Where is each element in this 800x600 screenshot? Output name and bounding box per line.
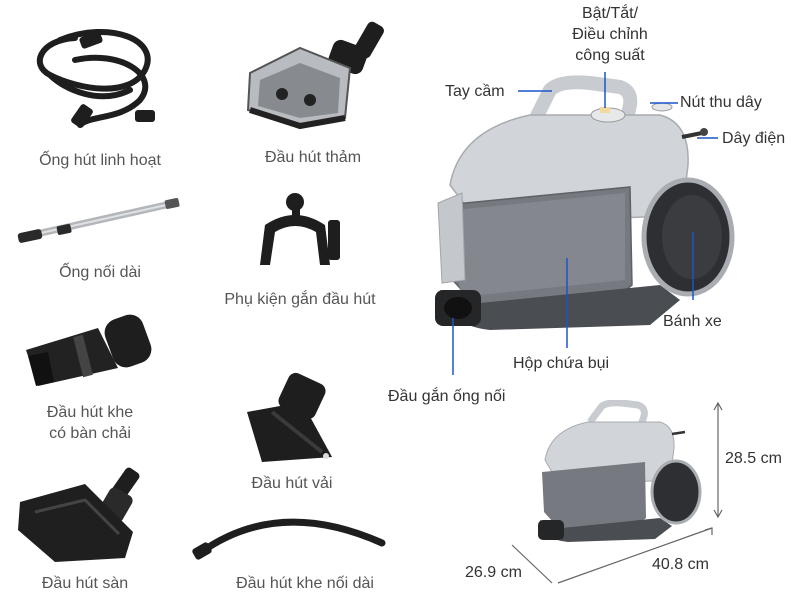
nozzle-holder-image [260, 193, 340, 265]
dimension-depth: 26.9 cm [465, 564, 522, 581]
power-control-line2: Điều chỉnh [572, 26, 648, 43]
power-control-line3: công suất [575, 47, 645, 64]
floor-nozzle-label: Đầu hút sàn [41, 575, 129, 592]
vacuum-dimension-image [538, 400, 702, 542]
hose-inlet-callout: Đầu gắn ống nối [388, 388, 506, 405]
long-crevice-nozzle-label: Đầu hút khe nối dài [236, 575, 374, 592]
crevice-brush-label-line2: có bàn chải [49, 425, 131, 442]
cord-rewind-callout: Nút thu dây [680, 94, 762, 111]
flexible-hose-label: Ống hút linh hoạt [39, 152, 161, 169]
carpet-nozzle-image [246, 21, 384, 130]
carpet-nozzle-label: Đầu hút thảm [264, 149, 362, 166]
power-control-line1: Bật/Tắt/ [581, 5, 639, 22]
long-crevice-nozzle-image [192, 518, 386, 560]
fabric-nozzle-image [247, 372, 332, 462]
vacuum-main-image [435, 75, 735, 330]
floor-nozzle-image [18, 467, 140, 562]
crevice-brush-image [26, 314, 152, 386]
crevice-brush-label: Đầu hút khe có bàn chải [20, 402, 160, 444]
power-control-callout: Bật/Tắt/ Điều chỉnh công suất [550, 3, 670, 66]
dust-box-callout: Hộp chứa bụi [513, 355, 610, 372]
wheel-callout: Bánh xe [663, 313, 722, 330]
extension-tube-label: Ống nối dài [59, 264, 141, 281]
nozzle-holder-label: Phụ kiện gắn đầu hút [224, 291, 376, 308]
extension-tube-image [17, 198, 180, 243]
crevice-brush-label-line1: Đầu hút khe [46, 404, 134, 421]
power-cord-callout: Dây điện [722, 130, 786, 147]
dimension-width: 40.8 cm [652, 556, 709, 573]
dimension-height: 28.5 cm [725, 450, 782, 467]
fabric-nozzle-label: Đầu hút vải [251, 475, 333, 492]
handle-callout: Tay cầm [445, 83, 505, 100]
flexible-hose-image [36, 29, 155, 128]
